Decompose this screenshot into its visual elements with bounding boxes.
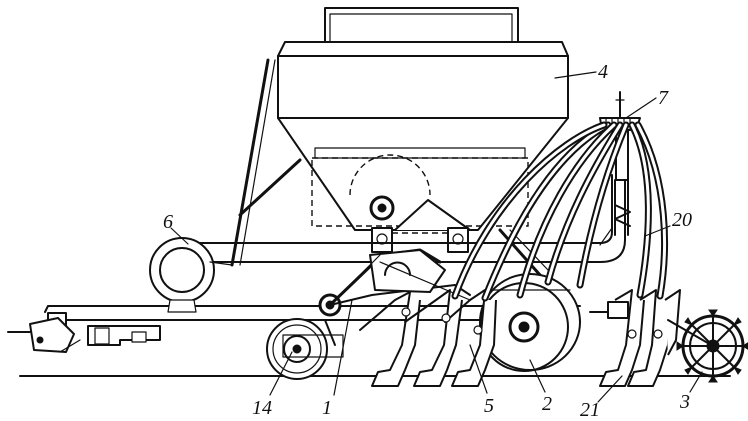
leader-1 [333,299,353,396]
distributor-head [599,91,641,236]
rear-openers [589,289,681,387]
leader-6 [170,227,189,245]
label-20: 20 [672,209,692,231]
label-6: 6 [163,211,173,233]
rocker-assembly [318,248,471,346]
leader-7 [625,97,657,119]
front-openers [359,289,497,387]
label-2: 2 [542,393,552,415]
leader-5 [469,344,488,394]
leader-20 [644,225,671,237]
hopper [230,7,569,277]
label-14: 14 [252,397,272,419]
label-21: 21 [580,399,600,421]
front-wheel [266,318,344,380]
label-7: 7 [658,87,669,109]
fan-wheel [149,237,233,313]
label-1: 1 [322,397,332,419]
rear-packer-wheel [667,309,748,383]
label-5: 5 [484,395,494,417]
label-3: 3 [679,391,690,413]
leader-2 [529,359,546,393]
label-4: 4 [598,61,608,83]
leader-3 [689,371,703,393]
part-labels: 4 7 6 20 14 1 5 2 21 3 [163,61,692,421]
leader-4 [554,71,597,79]
seed-hoses [451,121,669,302]
leader-lines [170,71,703,403]
drive-wheel [479,273,581,372]
leader-21 [597,375,623,403]
main-frame [7,174,626,353]
leader-14 [269,351,293,396]
